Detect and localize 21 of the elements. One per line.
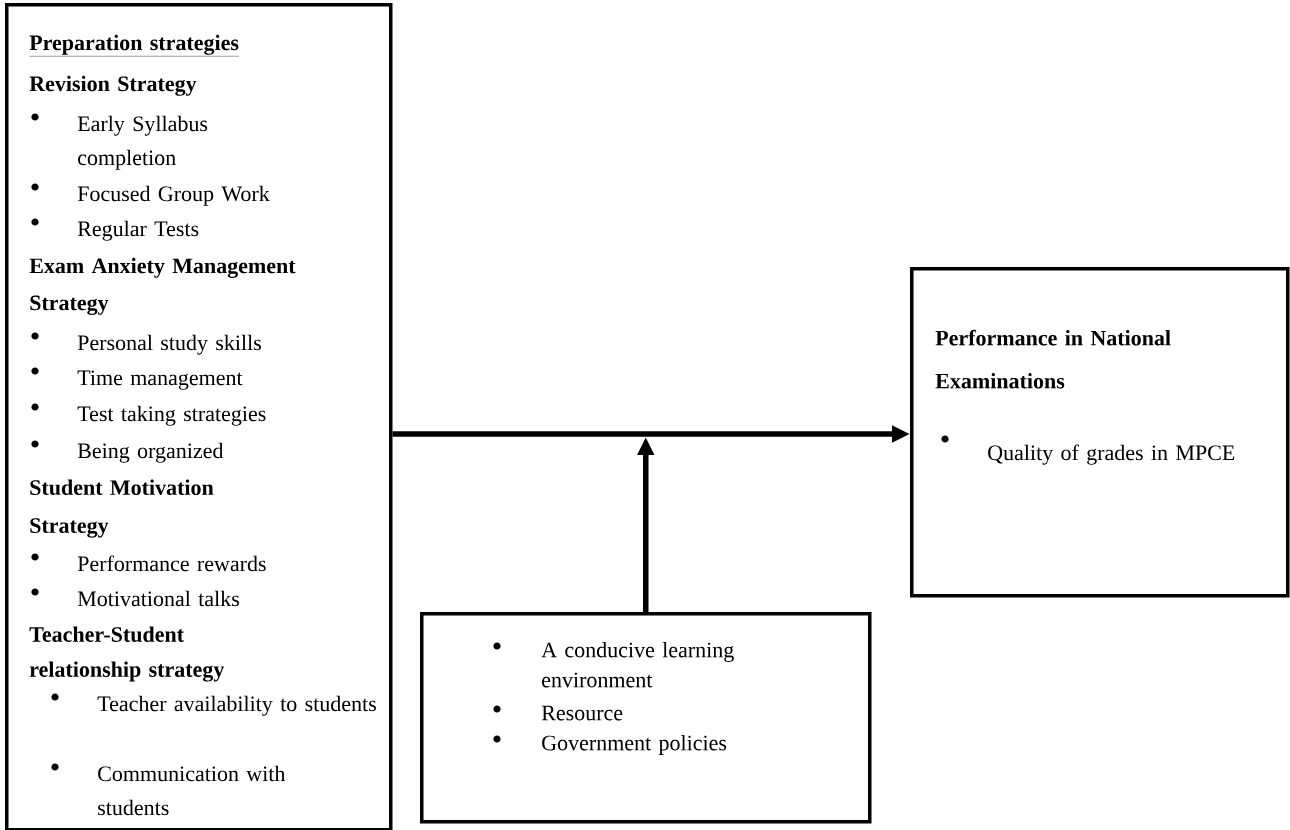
heading: Revision Strategy bbox=[29, 75, 197, 96]
bullet-item: Motivational talks bbox=[31, 588, 239, 607]
heading: Performance in National Examinations bbox=[935, 329, 1171, 389]
bullet-item: Focused Group Work bbox=[31, 183, 270, 206]
heading: Preparation strategies bbox=[29, 34, 240, 57]
bullet-item: Communication with students bbox=[51, 763, 286, 816]
bullet-item: Test taking strategies bbox=[31, 403, 266, 426]
heading: Student Motivation Strategy bbox=[30, 479, 214, 538]
bullet-item: Being organized bbox=[31, 440, 224, 463]
bullet-item: Government policies bbox=[493, 734, 727, 755]
heading: Teacher-Student relationship strategy bbox=[29, 626, 225, 682]
bullet-item: Early Syllabus completion bbox=[31, 113, 208, 170]
bullet-item: Performance rewards bbox=[31, 553, 266, 572]
bullet-item: A conducive learning environment bbox=[493, 641, 734, 688]
bullet-item: Time management bbox=[31, 367, 243, 390]
bullet-item: Teacher availability to students bbox=[51, 693, 376, 716]
heading: Exam Anxiety Management Strategy bbox=[29, 257, 296, 315]
bullet-item: Quality of grades in MPCE bbox=[941, 435, 1235, 465]
bullet-item: Regular Tests bbox=[31, 218, 199, 241]
bullet-item: Resource bbox=[493, 705, 623, 721]
bullet-item: Personal study skills bbox=[31, 332, 261, 355]
